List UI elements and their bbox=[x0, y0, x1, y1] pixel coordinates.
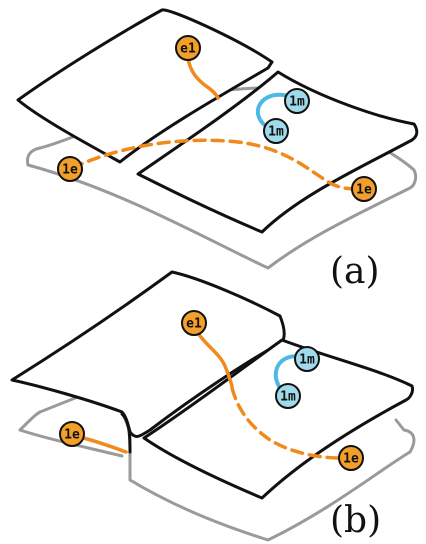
orange-solid-link-a bbox=[186, 56, 220, 100]
node-label: 1m bbox=[268, 125, 284, 140]
node-label: 1e bbox=[356, 183, 372, 198]
node-e1-b: e1 bbox=[181, 310, 207, 336]
left-sheet-a bbox=[16, 8, 274, 164]
node-1e-left-a: 1e bbox=[57, 156, 83, 182]
node-1m-lower-a: 1m bbox=[263, 118, 289, 144]
right-sheet-b bbox=[142, 338, 414, 500]
node-label: 1e bbox=[343, 452, 359, 467]
node-label: 1e bbox=[62, 163, 78, 178]
node-label: 1e bbox=[64, 428, 80, 443]
lower-left-piece-b bbox=[18, 410, 42, 432]
node-1e-right-b: 1e bbox=[338, 445, 364, 471]
node-label: e1 bbox=[180, 42, 196, 57]
fold-edge-b bbox=[120, 412, 132, 454]
node-label: 1m bbox=[289, 95, 305, 110]
node-1m-lower-b: 1m bbox=[275, 383, 301, 409]
node-label: 1m bbox=[280, 390, 296, 405]
node-e1-a: e1 bbox=[175, 35, 201, 61]
node-1e-left-b: 1e bbox=[59, 421, 85, 447]
node-label: 1m bbox=[299, 353, 315, 368]
orange-solid-link-b bbox=[194, 328, 234, 388]
panel-b: e1 1e 1e 1m 1m (b) bbox=[10, 270, 416, 542]
node-1m-upper-b: 1m bbox=[294, 346, 320, 372]
orange-dashed-link-a bbox=[70, 138, 364, 191]
panel-label-a: (a) bbox=[330, 251, 380, 292]
node-1e-right-a: 1e bbox=[351, 176, 377, 202]
panel-label-b: (b) bbox=[330, 500, 381, 541]
node-1m-upper-a: 1m bbox=[284, 88, 310, 114]
panel-a: e1 1e 1e 1m 1m (a) bbox=[16, 8, 419, 292]
orange-dashed-link-b bbox=[230, 386, 342, 460]
node-label: e1 bbox=[186, 317, 202, 332]
